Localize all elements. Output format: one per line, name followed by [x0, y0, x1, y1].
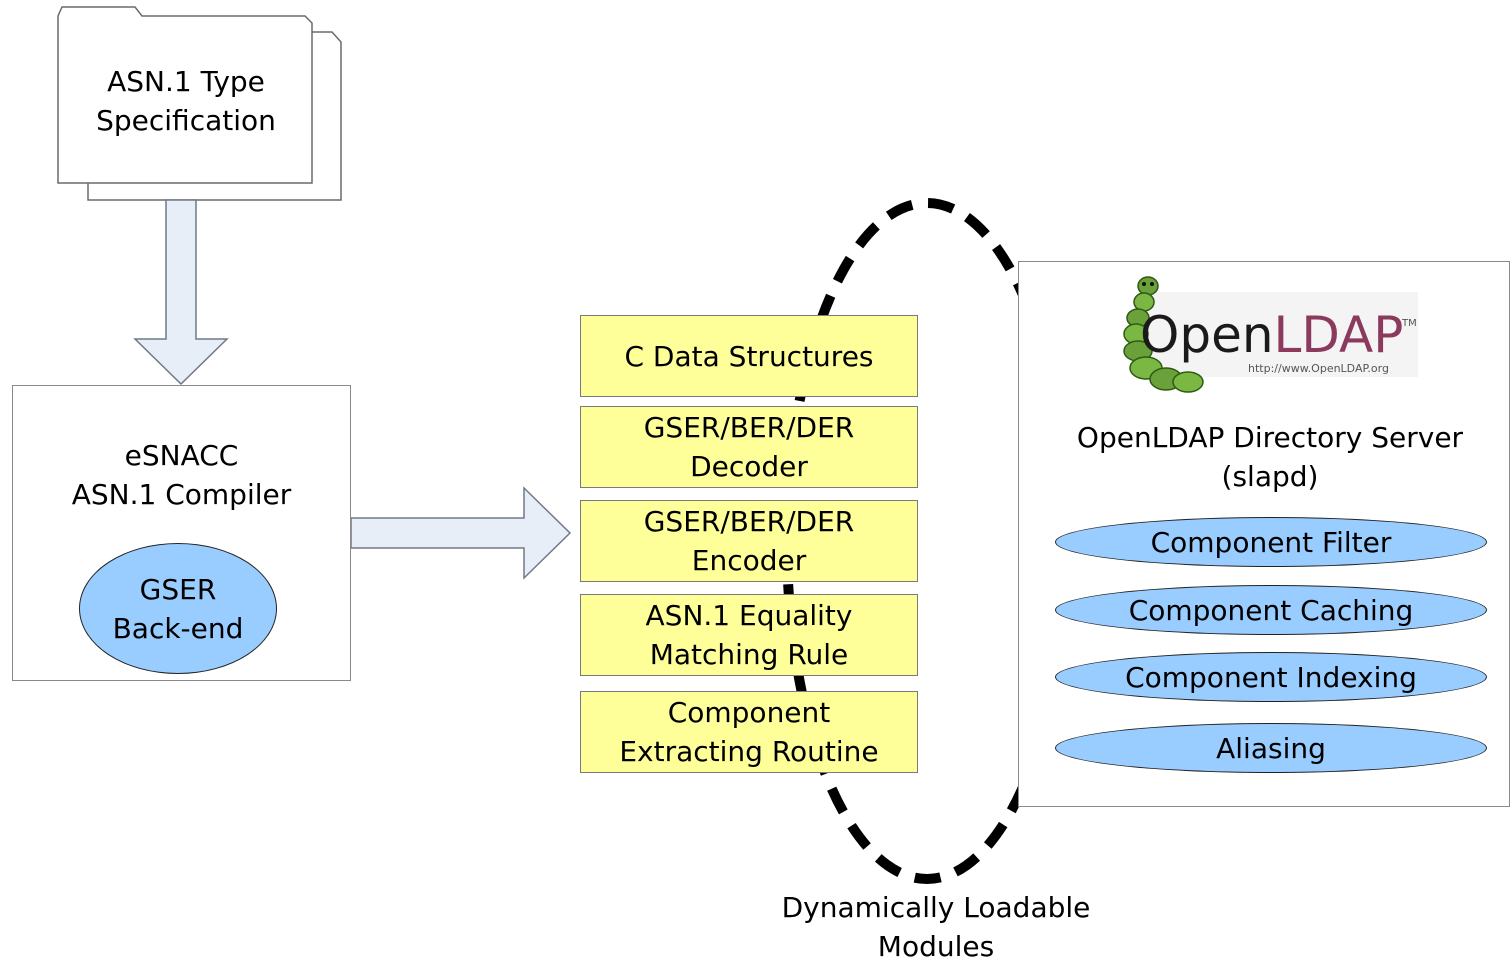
backend-line-1: GSER	[139, 572, 217, 606]
module-line: Encoder	[691, 544, 807, 577]
spec-label: ASN.1 Type Specification	[60, 62, 312, 140]
openldap-logo	[1123, 276, 1418, 393]
component-label: Component Indexing	[1125, 660, 1417, 694]
logo-trademark: TM	[1402, 318, 1417, 329]
spec-line-2: Specification	[96, 104, 276, 137]
module-encoder: GSER/BER/DER Encoder	[580, 500, 918, 582]
compiler-label: eSNACC ASN.1 Compiler	[12, 436, 351, 514]
server-title-line-2: (slapd)	[1221, 460, 1319, 493]
spec-line-1: ASN.1 Type	[107, 65, 265, 98]
compiler-line-2: ASN.1 Compiler	[71, 478, 292, 511]
module-c-data-structures: C Data Structures	[580, 315, 918, 397]
right-arrow	[350, 486, 572, 580]
modules-caption-line-1: Dynamically Loadable	[781, 891, 1091, 924]
module-line: ASN.1 Equality	[645, 599, 853, 632]
module-line: Decoder	[690, 450, 808, 483]
component-label: Component Filter	[1150, 525, 1392, 559]
component-indexing-ellipse: Component Indexing	[1055, 652, 1487, 702]
module-line: C Data Structures	[624, 339, 874, 373]
server-title: OpenLDAP Directory Server (slapd)	[1030, 418, 1510, 496]
caterpillar-icon	[1123, 276, 1204, 393]
component-filter-ellipse: Component Filter	[1055, 517, 1487, 567]
modules-caption-line-2: Modules	[877, 930, 995, 963]
module-line: GSER/BER/DER	[643, 505, 855, 538]
component-caching-ellipse: Component Caching	[1055, 585, 1487, 635]
module-line: Extracting Routine	[619, 735, 879, 768]
component-label: Aliasing	[1216, 731, 1326, 765]
logo-open: Open	[1140, 306, 1274, 364]
aliasing-ellipse: Aliasing	[1055, 723, 1487, 773]
down-arrow	[133, 199, 229, 386]
logo-wordmark: OpenLDAP	[1140, 306, 1403, 364]
gser-backend-ellipse: GSER Back-end	[79, 543, 277, 674]
module-decoder: GSER/BER/DER Decoder	[580, 406, 918, 488]
module-line: Component	[667, 696, 831, 729]
module-equality-matching: ASN.1 Equality Matching Rule	[580, 594, 918, 676]
spec-document-front	[57, 6, 313, 184]
module-line: Matching Rule	[649, 638, 849, 671]
modules-caption: Dynamically Loadable Modules	[760, 888, 1112, 966]
component-label: Component Caching	[1128, 593, 1414, 627]
logo-backdrop	[1138, 292, 1418, 377]
compiler-line-1: eSNACC	[124, 439, 239, 472]
logo-ldap: LDAP	[1273, 306, 1404, 364]
module-extracting-routine: Component Extracting Routine	[580, 691, 918, 773]
compiler-box	[12, 385, 351, 681]
server-title-line-1: OpenLDAP Directory Server	[1076, 421, 1464, 454]
module-line: GSER/BER/DER	[643, 411, 855, 444]
backend-line-2: Back-end	[112, 611, 244, 645]
logo-url: http://www.OpenLDAP.org	[1248, 362, 1389, 375]
